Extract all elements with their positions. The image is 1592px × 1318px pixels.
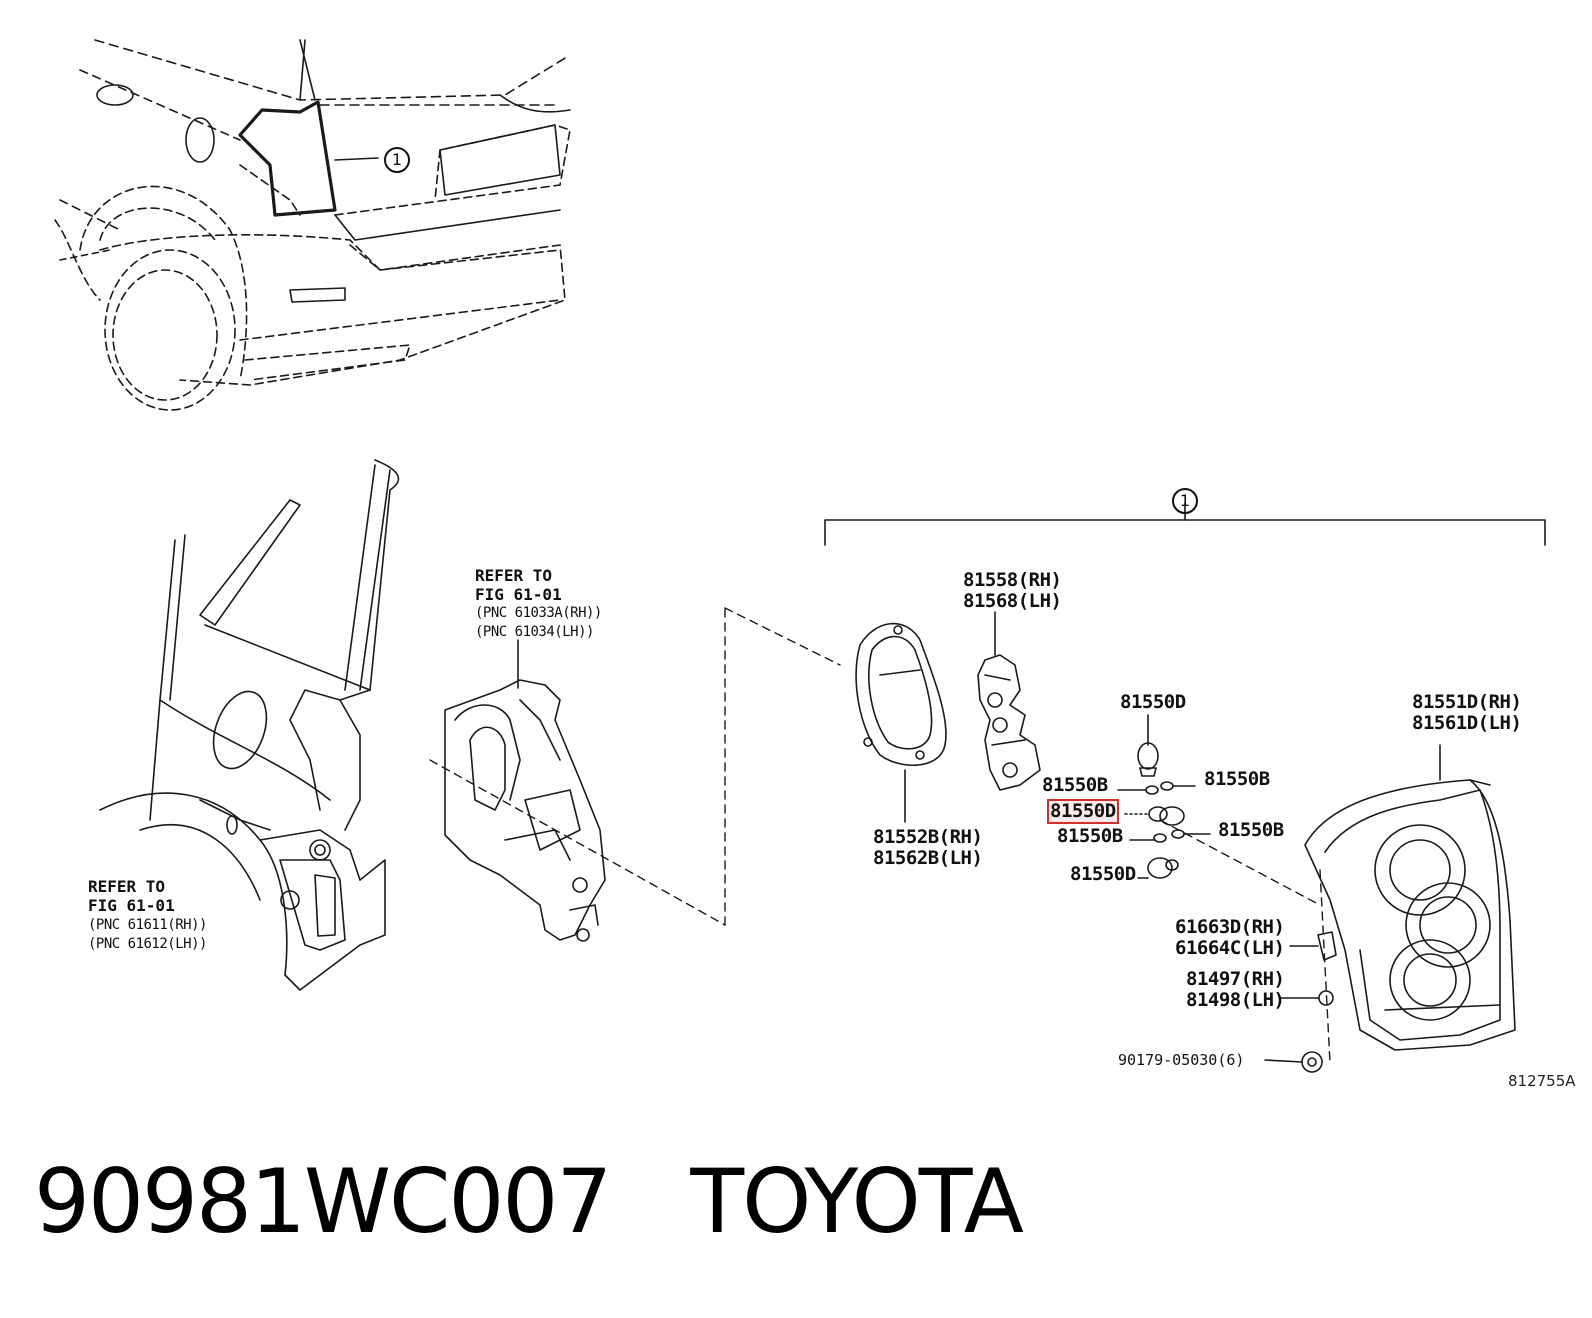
part-label-81550b-right2[interactable]: 81550B (1218, 819, 1284, 841)
part-label-61664c[interactable]: 61664C(LH) (1175, 937, 1285, 959)
callout-marker-assembly: 1 (1172, 488, 1198, 514)
part-label-81550b-left2[interactable]: 81550B (1057, 825, 1123, 847)
ref-upper-line4: (PNC 61034(LH)) (475, 624, 594, 640)
ref-lower-line2: FIG 61-01 (88, 896, 175, 915)
ref-upper-line2: FIG 61-01 (475, 585, 562, 604)
vehicle-rear-overview (54, 39, 571, 411)
figure-id: 812755A (1508, 1072, 1576, 1090)
gasket-drawing (855, 622, 947, 823)
part-label-90179[interactable]: 90179-05030(6) (1118, 1051, 1245, 1069)
footer-brand: TOYOTA (690, 1150, 1024, 1253)
part-label-81550d-bottom[interactable]: 81550D (1070, 863, 1136, 885)
part-label-81558[interactable]: 81558(RH) (963, 569, 1062, 591)
callout-marker-top: 1 (384, 147, 410, 173)
part-label-81550d-selected[interactable]: 81550D (1047, 799, 1119, 824)
tail-lamp-drawing (1264, 744, 1516, 1073)
bulbs-drawing (1117, 714, 1211, 879)
part-label-81561d[interactable]: 81561D(LH) (1412, 712, 1522, 734)
part-label-81568[interactable]: 81568(LH) (963, 590, 1062, 612)
part-label-81550b-left1[interactable]: 81550B (1042, 774, 1108, 796)
footer-caption: 90981WC007 TOYOTA (34, 1150, 1024, 1253)
part-label-81550d-top[interactable]: 81550D (1120, 691, 1186, 713)
quarter-panel-drawing (99, 459, 400, 991)
footer-part-number: 90981WC007 (34, 1150, 612, 1253)
ref-lower-line1: REFER TO (88, 877, 166, 896)
part-label-61663d[interactable]: 61663D(RH) (1175, 916, 1285, 938)
inner-bracket-drawing (444, 639, 606, 942)
part-label-81551d[interactable]: 81551D(RH) (1412, 691, 1522, 713)
part-label-81562b[interactable]: 81562B(LH) (873, 847, 983, 869)
part-label-81552b[interactable]: 81552B(RH) (873, 826, 983, 848)
part-label-81497[interactable]: 81497(RH) (1186, 968, 1285, 990)
ref-lower-line4: (PNC 61612(LH)) (88, 936, 207, 952)
socket-wire-drawing (977, 611, 1041, 791)
ref-lower-line3: (PNC 61611(RH)) (88, 917, 207, 933)
part-label-81498[interactable]: 81498(LH) (1186, 989, 1285, 1011)
ref-upper-line3: (PNC 61033A(RH)) (475, 605, 602, 621)
ref-upper-line1: REFER TO (475, 566, 553, 585)
part-label-81550b-right1[interactable]: 81550B (1204, 768, 1270, 790)
